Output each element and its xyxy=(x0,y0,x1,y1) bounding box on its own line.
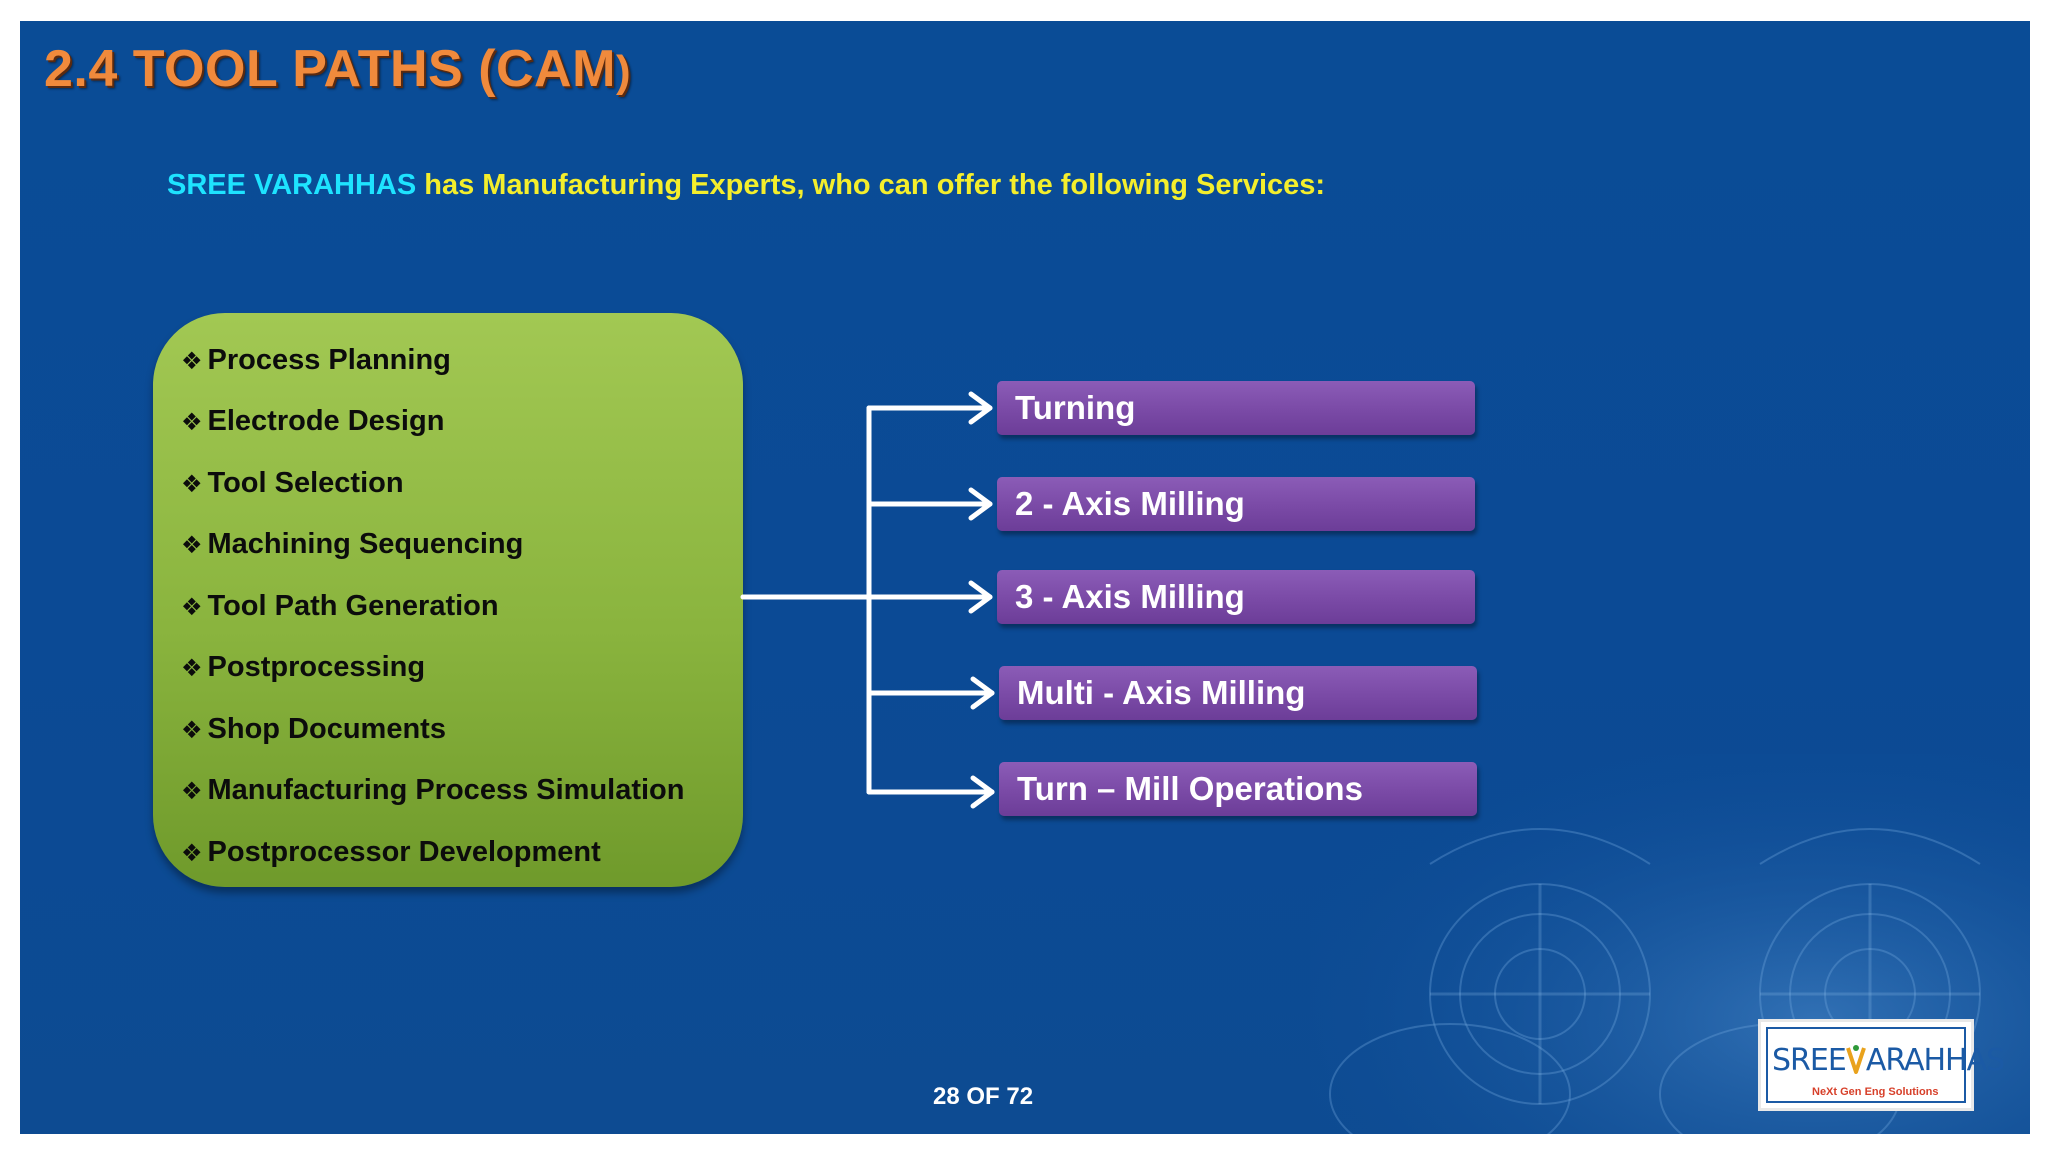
service-item: ❖Postprocessor Development xyxy=(181,836,601,869)
logo-v-leaf-icon xyxy=(1845,1045,1866,1074)
operation-box-3-axis-milling: 3 - Axis Milling xyxy=(997,570,1475,624)
service-item-label: Machining Sequencing xyxy=(207,528,524,560)
service-item-label: Tool Selection xyxy=(207,467,404,499)
operation-box-2-axis-milling: 2 - Axis Milling xyxy=(997,477,1475,531)
service-item-label: Shop Documents xyxy=(207,713,446,745)
diamond-bullet-icon: ❖ xyxy=(181,776,203,805)
service-item: ❖Machining Sequencing xyxy=(181,528,523,561)
arrowhead-icon xyxy=(968,391,993,425)
intro-text: SREE VARAHHAS has Manufacturing Experts,… xyxy=(167,169,1325,202)
slide-title-text: 2.4 TOOL PATHS (CAM xyxy=(44,40,616,98)
logo-wordmark-right: ARAHHAS xyxy=(1865,1043,2005,1078)
operation-box-multi-axis-milling: Multi - Axis Milling xyxy=(999,666,1477,720)
diamond-bullet-icon: ❖ xyxy=(181,715,203,744)
diamond-bullet-icon: ❖ xyxy=(181,838,203,867)
service-item: ❖Process Planning xyxy=(181,344,451,377)
operation-box-turn-mill-operations: Turn – Mill Operations xyxy=(999,762,1477,816)
page-number: 28 OF 72 xyxy=(933,1083,1034,1110)
service-item-label: Electrode Design xyxy=(207,405,445,437)
slide: 2.4 TOOL PATHS (CAM) SREE VARAHHAS has M… xyxy=(20,21,2030,1134)
logo-wordmark: SREE ARAHHAS xyxy=(1772,1043,2005,1078)
service-item: ❖Shop Documents xyxy=(181,713,446,746)
service-item-label: Postprocessor Development xyxy=(207,836,601,868)
service-item-label: Process Planning xyxy=(207,344,451,376)
service-item: ❖Tool Selection xyxy=(181,467,404,500)
diamond-bullet-icon: ❖ xyxy=(181,346,203,375)
diamond-bullet-icon: ❖ xyxy=(181,653,203,682)
arrowhead-icon xyxy=(968,580,993,614)
arrowhead-icon xyxy=(970,775,995,809)
service-item-label: Manufacturing Process Simulation xyxy=(207,774,685,806)
logo-frame: SREE ARAHHAS NeXt Gen Eng Solutions xyxy=(1766,1027,2005,1103)
diamond-bullet-icon: ❖ xyxy=(181,469,203,498)
slide-title: 2.4 TOOL PATHS (CAM) xyxy=(44,39,631,99)
intro-description: has Manufacturing Experts, who can offer… xyxy=(416,169,1326,201)
diamond-bullet-icon: ❖ xyxy=(181,407,203,436)
diamond-bullet-icon: ❖ xyxy=(181,592,203,621)
service-item-label: Tool Path Generation xyxy=(207,590,499,622)
diamond-bullet-icon: ❖ xyxy=(181,530,203,559)
services-list-box: ❖Process Planning ❖Electrode Design ❖Too… xyxy=(153,313,743,887)
logo-wordmark-left: SREE xyxy=(1772,1043,1847,1078)
arrowhead-icon xyxy=(968,487,993,521)
intro-brand-name: SREE VARAHHAS xyxy=(167,169,417,201)
company-logo: SREE ARAHHAS NeXt Gen Eng Solutions xyxy=(1758,1019,2005,1111)
service-item: ❖Postprocessing xyxy=(181,651,425,684)
service-item: ❖Manufacturing Process Simulation xyxy=(181,774,685,807)
service-item-label: Postprocessing xyxy=(207,651,426,683)
arrowhead-icon xyxy=(970,676,995,710)
logo-tagline: NeXt Gen Eng Solutions xyxy=(1812,1086,1939,1098)
service-item: ❖Electrode Design xyxy=(181,405,444,438)
service-item: ❖Tool Path Generation xyxy=(181,590,499,623)
operation-box-turning: Turning xyxy=(997,381,1475,435)
slide-title-close-paren: ) xyxy=(615,47,632,96)
